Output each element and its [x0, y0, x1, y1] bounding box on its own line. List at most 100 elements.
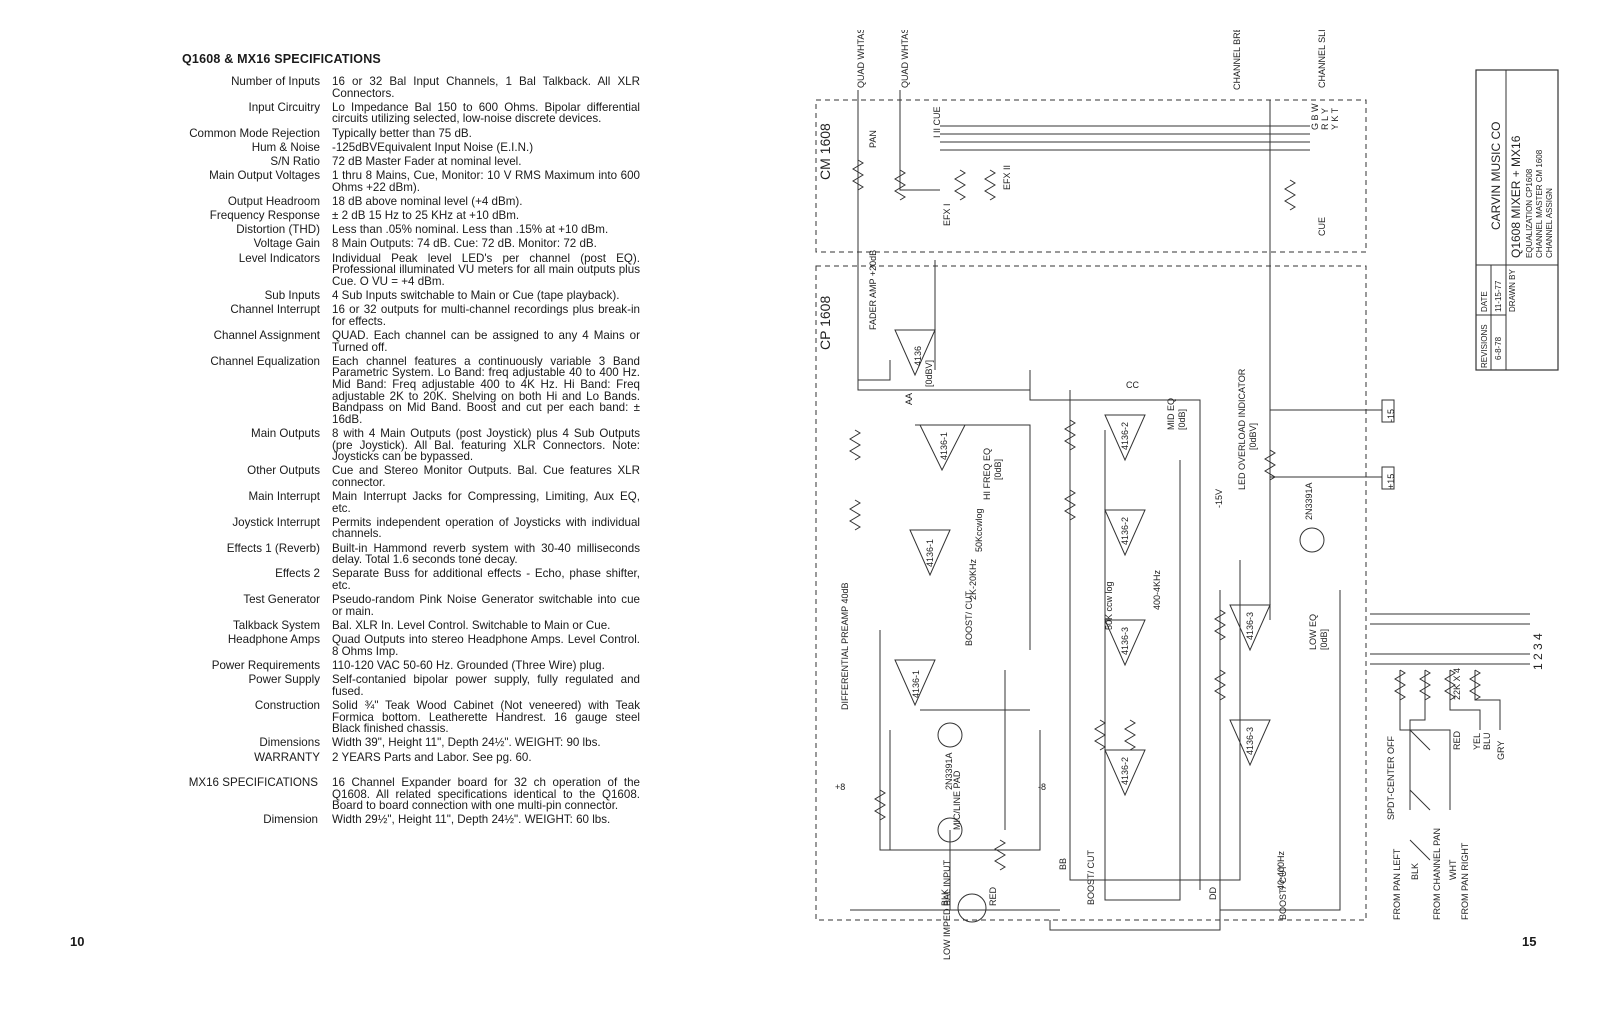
opamp-mid-1 — [1104, 414, 1146, 462]
label-i-ii-cue: I II CUE — [932, 106, 942, 138]
tb-date: 11-15-77 — [1494, 280, 1503, 312]
label-low-eq: LOW EQ — [1308, 614, 1318, 650]
label-0db-mid: [0dB] — [1177, 409, 1187, 430]
spec-row: Distortion (THD)Less than .05% nominal. … — [150, 224, 640, 236]
spec-label: Main Outputs — [251, 426, 320, 440]
spec-label: Main Output Voltages — [209, 169, 320, 183]
spec-label: Level Indicators — [238, 251, 320, 265]
spec-label: Joystick Interrupt — [232, 515, 320, 529]
tb-date-label: DATE — [1480, 291, 1489, 312]
label-net-bb: BB — [1058, 858, 1068, 870]
spec-value: 18 dB above nominal level (+4 dBm). — [332, 194, 523, 208]
tb-revisions-label: REVISIONS — [1480, 324, 1489, 368]
label-red: RED — [988, 886, 998, 906]
opamp-fader — [894, 329, 936, 377]
title-block: CARVIN MUSIC CO Q1608 MIXER + MX16 EQUAL… — [1475, 69, 1559, 371]
label-cue: CUE — [1317, 217, 1327, 236]
label-net-dd: DD — [1208, 887, 1218, 900]
label-fader-amp: FADER AMP +20dB — [868, 250, 878, 330]
label-wire-red: RED — [1452, 730, 1462, 750]
spec-value: 72 dB Master Fader at nominal level. — [332, 154, 522, 168]
label-boost-cut-hi: BOOST/ CUT — [964, 590, 974, 646]
spec-value: 8 Main Outputs: 74 dB. Cue: 72 dB. Monit… — [332, 237, 597, 251]
label-from-channel-pan: FROM CHANNEL PAN — [1432, 828, 1442, 920]
spec-value: Lo Impedance Bal 150 to 600 Ohms. Bipola… — [332, 100, 640, 126]
label-low-imped: LOW IMPED BAL INPUT — [942, 859, 952, 960]
spec-row: Talkback System Bal. XLR In. Level Contro… — [150, 620, 640, 632]
label-cp1608: CP 1608 — [817, 296, 833, 350]
spec-value: 1 thru 8 Mains, Cue, Monitor: 10 V RMS M… — [332, 169, 640, 194]
label-op-mid2: 4136-2 — [1120, 517, 1130, 545]
spec-label: Construction — [254, 698, 320, 712]
spec-value: Each channel features a continuously var… — [332, 354, 640, 426]
spec-label: Channel Assignment — [213, 329, 320, 342]
label-wire-blu: BLU — [1482, 732, 1492, 750]
label-channels-1234: 1 2 3 4 — [1531, 633, 1545, 670]
cm1608-box — [815, 99, 1367, 253]
spec-label: Common Mode Rejection — [189, 126, 320, 140]
spec-value: -125dBVEquivalent Input Noise (E.I.N.) — [332, 140, 534, 154]
tb-model: Q1608 MIXER + MX16 — [1509, 135, 1523, 258]
spec-label: Effects 2 — [275, 567, 320, 581]
spec-row: Main Output Voltages 1 thru 8 Mains, Cue,… — [150, 170, 640, 193]
label-50k-ccw2: 50K ccw log — [1104, 581, 1114, 630]
spec-value: Cue and Stereo Monitor Outputs. Bal. Cue… — [332, 464, 640, 489]
opamp-mid-3 — [1104, 619, 1146, 667]
tb-line1: EQUALIZATION CP1608 — [1525, 168, 1534, 258]
spec-label: WARRANTY — [254, 750, 320, 764]
spec-value: Self-contanied bipolar power supply, ful… — [332, 673, 640, 698]
spec-label: Headphone Amps — [227, 633, 320, 647]
cp1608-box — [815, 265, 1367, 921]
spec-value: 8 with 4 Main Outputs (post Joystick) pl… — [332, 426, 640, 464]
label-blk: BLK — [940, 889, 950, 906]
label-0dbv-led: [0dBV] — [1248, 423, 1258, 450]
spec-label: Frequency Response — [209, 209, 320, 223]
spec-label: Number of Inputs — [231, 75, 320, 88]
opamp-hifreq-1 — [919, 424, 966, 472]
label-op-preamp: 4136-1 — [911, 670, 921, 698]
spec-value: 2 YEARS Parts and Labor. See pg. 60. — [332, 750, 532, 764]
spec-row: Power Supply Self-contanied bipolar power… — [150, 674, 640, 697]
spec-value: Width 29½", Height 11", Depth 24½". WEIG… — [332, 813, 611, 827]
label-hi-freq-eq: HI FREQ EQ — [982, 448, 992, 500]
label-plus8: +8 — [835, 782, 845, 792]
spec-row: Frequency Response± 2 dB 15 Hz to 25 KHz… — [150, 210, 640, 222]
spec-value: Bal. XLR In. Level Control. Switchable t… — [332, 619, 611, 632]
spec-value: Built-in Hammond reverb system with 30-4… — [332, 541, 640, 567]
opamp-mid-2 — [1104, 509, 1146, 557]
spec-value: QUAD. Each channel can be assigned to an… — [332, 329, 640, 354]
transistor-q1 — [937, 817, 963, 843]
spec-value: 16 Channel Expander board for 32 ch oper… — [332, 776, 640, 813]
spec-label: Dimension — [263, 813, 318, 827]
label-trans-a: 2N3391A — [944, 752, 954, 790]
transistor-led — [1299, 527, 1325, 553]
spec-title: Q1608 & MX16 SPECIFICATIONS — [182, 52, 381, 66]
label-mid-eq: MID EQ — [1166, 398, 1176, 430]
spec-label: Talkback System — [233, 619, 320, 632]
label-wire-gry: GRY — [1496, 741, 1506, 760]
schematic-diagram: CM 1608 CP 1608 QUAD WHTASSN LEFT QUAD W… — [815, 30, 1559, 960]
spec-label: Main Interrupt — [248, 490, 320, 504]
spec-label: Distortion (THD) — [236, 223, 320, 237]
opamp-mid-4 — [1104, 749, 1146, 797]
label-net-aa: AA — [904, 393, 914, 405]
spec-label: Hum & Noise — [251, 140, 320, 154]
label-wire-blk: BLK — [1410, 863, 1420, 880]
label-range-mid: 400-4KHz — [1152, 569, 1162, 610]
label-efx-i: EFX I — [942, 203, 952, 226]
spec-value: 16 or 32 Bal Input Channels, 1 Bal Talkb… — [332, 75, 640, 100]
spec-label: Power Supply — [248, 673, 320, 687]
label-op-hi1: 4136-1 — [939, 432, 949, 460]
label-quad-left: QUAD WHTASSN LEFT — [856, 30, 866, 88]
spec-label: Test Generator — [243, 593, 320, 607]
label-rly: R L Y — [1320, 108, 1330, 130]
